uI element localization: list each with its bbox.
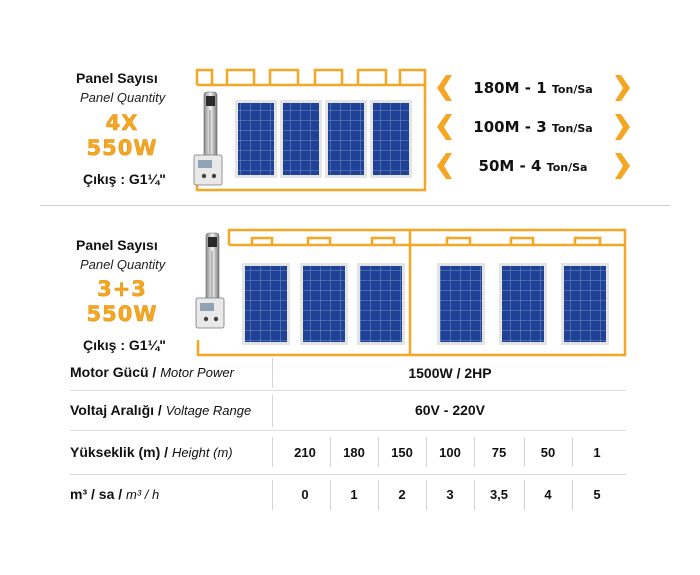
solar-panel-group-1: [235, 100, 412, 178]
column-divider: [378, 480, 379, 510]
flow-label-en: m³ / h: [126, 487, 160, 502]
motor-power-label: Motor Gücü / Motor Power: [70, 364, 234, 380]
banner-main: 50M - 4: [478, 157, 542, 175]
column-divider: [524, 480, 525, 510]
column-divider: [272, 358, 273, 388]
flow-banner: 50M - 4 Ton/Sa: [443, 152, 623, 180]
motor-power-value: 1500W / 2HP: [408, 365, 492, 381]
controller-icon: [195, 297, 225, 329]
flow-value: 3,5: [489, 487, 509, 502]
solar-panel: [357, 263, 405, 345]
voltage-range-value: 60V - 220V: [414, 402, 486, 418]
panel-quantity-label: Panel Sayısı: [76, 70, 158, 86]
column-divider: [572, 437, 573, 467]
height-label-tr: Yükseklik (m) /: [70, 444, 169, 460]
column-divider: [272, 395, 273, 427]
row-divider: [70, 390, 626, 391]
flow-value: 1: [350, 487, 358, 502]
solar-panel: [325, 100, 367, 178]
voltage-range-label-en: Voltage Range: [165, 403, 252, 418]
height-value: 210: [294, 445, 316, 460]
column-divider: [378, 437, 379, 467]
banner-unit: Ton/Sa: [546, 161, 588, 174]
height-label-en: Height (m): [171, 445, 233, 460]
flow-value: 3: [446, 487, 454, 502]
column-divider: [474, 437, 475, 467]
height-value: 1: [593, 445, 601, 460]
solar-panel-group-2: [242, 263, 609, 345]
height-value: 180: [343, 445, 365, 460]
column-divider: [330, 480, 331, 510]
solar-panel: [370, 100, 412, 178]
wire-top-2: [196, 228, 627, 357]
solar-panel: [437, 263, 485, 345]
flow-label: m³ / sa / m³ / h: [70, 486, 159, 502]
panel-count: 3+3: [97, 277, 147, 302]
banner-main: 100M - 3: [473, 118, 547, 136]
banner-chevrons: [437, 75, 630, 179]
column-divider: [272, 480, 273, 510]
flow-value: 4: [544, 487, 552, 502]
flow-value: 5: [593, 487, 601, 502]
solar-panel: [235, 100, 277, 178]
panel-wattage: 550W: [86, 302, 158, 327]
voltage-range-label-tr: Voltaj Aralığı /: [70, 402, 162, 418]
panel-quantity-label-en: Panel Quantity: [80, 90, 166, 105]
banner-main: 180M - 1: [473, 79, 547, 97]
solar-panel: [242, 263, 290, 345]
height-value: 50: [540, 445, 556, 460]
panel-quantity-label: Panel Sayısı: [76, 237, 158, 253]
height-value: 75: [491, 445, 507, 460]
motor-power-label-en: Motor Power: [160, 365, 234, 380]
height-value: 100: [439, 445, 461, 460]
row-divider: [70, 474, 626, 475]
height-value: 150: [391, 445, 413, 460]
panel-quantity-label-en: Panel Quantity: [80, 257, 166, 272]
flow-banner: 100M - 3 Ton/Sa: [443, 113, 623, 141]
outlet-size: Çıkış : G1¼": [83, 171, 166, 187]
column-divider: [426, 437, 427, 467]
motor-power-label-tr: Motor Gücü /: [70, 364, 157, 380]
column-divider: [330, 437, 331, 467]
pump-icon: [205, 232, 220, 304]
solar-panel: [280, 100, 322, 178]
pump-icon: [203, 91, 218, 161]
voltage-range-label: Voltaj Aralığı / Voltage Range: [70, 402, 251, 418]
row-divider: [70, 430, 626, 431]
column-divider: [272, 437, 273, 467]
column-divider: [474, 480, 475, 510]
solar-panel: [499, 263, 547, 345]
flow-label-tr: m³ / sa /: [70, 486, 123, 502]
height-label: Yükseklik (m) / Height (m): [70, 444, 233, 460]
panel-count: 4X: [105, 111, 139, 136]
flow-value: 2: [398, 487, 406, 502]
flow-value: 0: [301, 487, 309, 502]
solar-panel: [300, 263, 348, 345]
banner-unit: Ton/Sa: [551, 83, 593, 96]
solar-panel: [561, 263, 609, 345]
column-divider: [426, 480, 427, 510]
panel-wattage: 550W: [86, 136, 158, 161]
banner-unit: Ton/Sa: [551, 122, 593, 135]
section-divider: [40, 205, 670, 206]
controller-icon: [193, 154, 223, 186]
outlet-size: Çıkış : G1¼": [83, 337, 166, 353]
flow-banner: 180M - 1 Ton/Sa: [443, 74, 623, 102]
column-divider: [572, 480, 573, 510]
column-divider: [524, 437, 525, 467]
